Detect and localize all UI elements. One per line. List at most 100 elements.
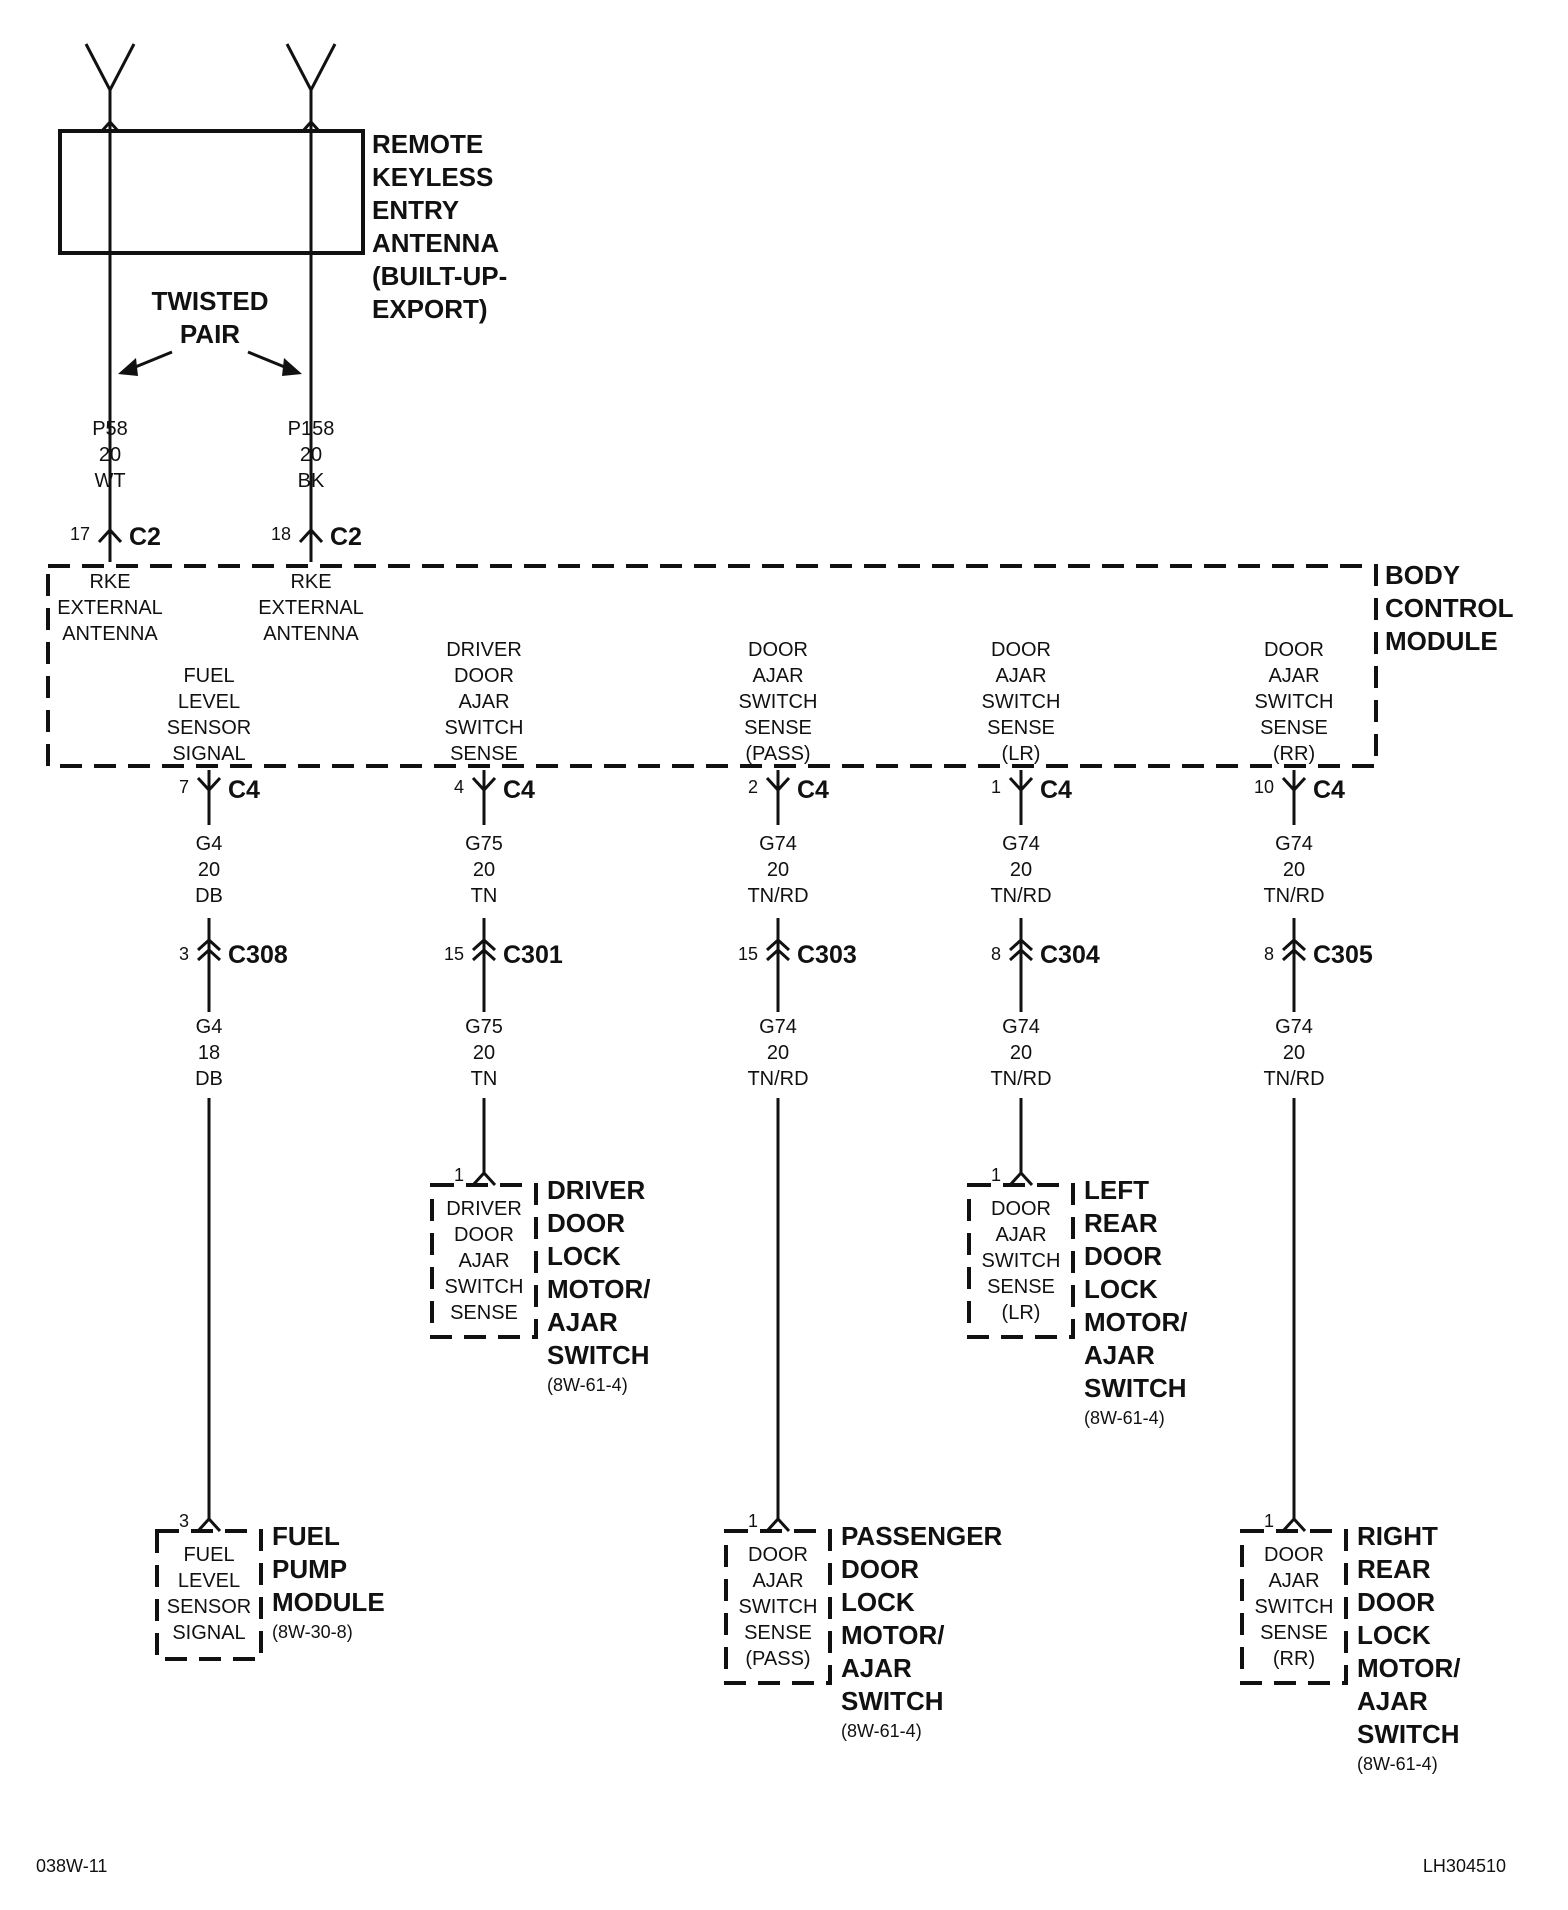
connector-id: C304 (1040, 941, 1100, 969)
antenna-title: (BUILT-UP- (372, 261, 507, 291)
wire-gauge: 20 (300, 444, 322, 466)
bcm-pin-label: DOOR (748, 639, 808, 661)
component-pin-label: AJAR (995, 1224, 1046, 1246)
component-pin-label: FUEL (183, 1544, 234, 1566)
wire-code: G4 (196, 833, 223, 855)
component-pin-label: SIGNAL (172, 1622, 245, 1644)
wire-code: TN/RD (1263, 1068, 1324, 1090)
connector-id: C4 (228, 776, 260, 804)
component-box (724, 1529, 832, 1685)
wire-code: 20 (767, 859, 789, 881)
bcm-pin-label: DOOR (454, 665, 514, 687)
inline-connector-symbol (1008, 947, 1034, 962)
pin-number: 8 (991, 944, 1001, 964)
pin-number: 10 (1254, 777, 1274, 797)
bcm-pin-label: RKE (290, 571, 331, 593)
component-pin-label: SWITCH (739, 1596, 818, 1618)
component-reference: (8W-61-4) (1357, 1754, 1438, 1774)
antenna-group: REMOTEKEYLESSENTRYANTENNA(BUILT-UP-EXPOR… (57, 43, 507, 645)
component-pin-label: SENSE (1260, 1622, 1328, 1644)
component-title: MODULE (272, 1587, 385, 1617)
wire-color: WT (94, 470, 125, 492)
wire-code: G74 (759, 833, 797, 855)
component-title: LOCK (1357, 1620, 1431, 1650)
connector-id: C4 (797, 776, 829, 804)
antenna-title: ENTRY (372, 195, 459, 225)
wire-code: DB (195, 1068, 223, 1090)
bcm-pin-label: SWITCH (739, 691, 818, 713)
bcm-pin-label: (LR) (1002, 743, 1041, 765)
wire-code: G74 (1002, 833, 1040, 855)
pin-number: 1 (1264, 1511, 1274, 1531)
wire-code: G74 (759, 1016, 797, 1038)
pin-number: 1 (748, 1511, 758, 1531)
component-title: DOOR (841, 1554, 919, 1584)
bcm-pin-label: AJAR (1268, 665, 1319, 687)
pin-number: 15 (444, 944, 464, 964)
component-title: DRIVER (547, 1175, 645, 1205)
bcm-pin-label: AJAR (752, 665, 803, 687)
component-title: DOOR (1084, 1241, 1162, 1271)
pin-number: 3 (179, 944, 189, 964)
wire-circuit-code: P158 (288, 418, 335, 440)
bcm-pin-label: SIGNAL (172, 743, 245, 765)
bcm-pin-label: SENSE (450, 743, 518, 765)
component-title: SWITCH (1357, 1719, 1460, 1749)
connector-symbol (471, 1170, 497, 1187)
wire-code: TN (471, 1068, 498, 1090)
inline-connector-symbol (196, 947, 222, 962)
component-pin-label: DOOR (748, 1544, 808, 1566)
component-box (430, 1183, 538, 1339)
component-title: PASSENGER (841, 1521, 1003, 1551)
pin-number: 1 (991, 777, 1001, 797)
component-title: PUMP (272, 1554, 347, 1584)
component-reference: (8W-61-4) (841, 1721, 922, 1741)
inline-connector-symbol (1008, 937, 1034, 952)
bcm-pin-label: ANTENNA (263, 623, 359, 645)
pin-number: 7 (179, 777, 189, 797)
antenna-title: REMOTE (372, 129, 483, 159)
bcm-dashed-box (46, 564, 1378, 768)
component-reference: (8W-30-8) (272, 1622, 353, 1642)
antenna-title: ANTENNA (372, 228, 499, 258)
wire-code: G74 (1275, 1016, 1313, 1038)
pin-number: 1 (454, 1165, 464, 1185)
wire-code: TN/RD (1263, 885, 1324, 907)
component-reference: (8W-61-4) (1084, 1408, 1165, 1428)
bcm-pin-label: SWITCH (982, 691, 1061, 713)
bcm-pin-label: ANTENNA (62, 623, 158, 645)
antenna-title: KEYLESS (372, 162, 493, 192)
wire-code: TN/RD (747, 885, 808, 907)
antenna-arrow (99, 119, 121, 134)
bcm-pin-label: SWITCH (445, 717, 524, 739)
bcm-pin-label: SWITCH (1255, 691, 1334, 713)
component-pin-label: DOOR (454, 1224, 514, 1246)
connector-id: C4 (1040, 776, 1072, 804)
component-pin-label: (RR) (1273, 1648, 1315, 1670)
wire-code: G74 (1275, 833, 1313, 855)
bcm-title: BODY (1385, 560, 1460, 590)
component-pin-label: AJAR (752, 1570, 803, 1592)
bcm-pin-label: EXTERNAL (57, 597, 163, 619)
bcm-pin-label: (PASS) (745, 743, 810, 765)
component-reference: (8W-61-4) (547, 1375, 628, 1395)
connector-symbol (1008, 1170, 1034, 1187)
wire-code: 20 (473, 859, 495, 881)
wire-code: 20 (1283, 1042, 1305, 1064)
wire-code: 18 (198, 1042, 220, 1064)
connector-symbol (196, 1516, 222, 1533)
wire-code: TN (471, 885, 498, 907)
component-title: LOCK (841, 1587, 915, 1617)
connector-id: C4 (503, 776, 535, 804)
antenna-element (84, 43, 136, 94)
component-box (155, 1529, 263, 1661)
component-pin-label: (PASS) (745, 1648, 810, 1670)
wire-code: G75 (465, 833, 503, 855)
pin-number: 1 (991, 1165, 1001, 1185)
wire-code: TN/RD (990, 1068, 1051, 1090)
component-pin-label: DRIVER (446, 1198, 522, 1220)
